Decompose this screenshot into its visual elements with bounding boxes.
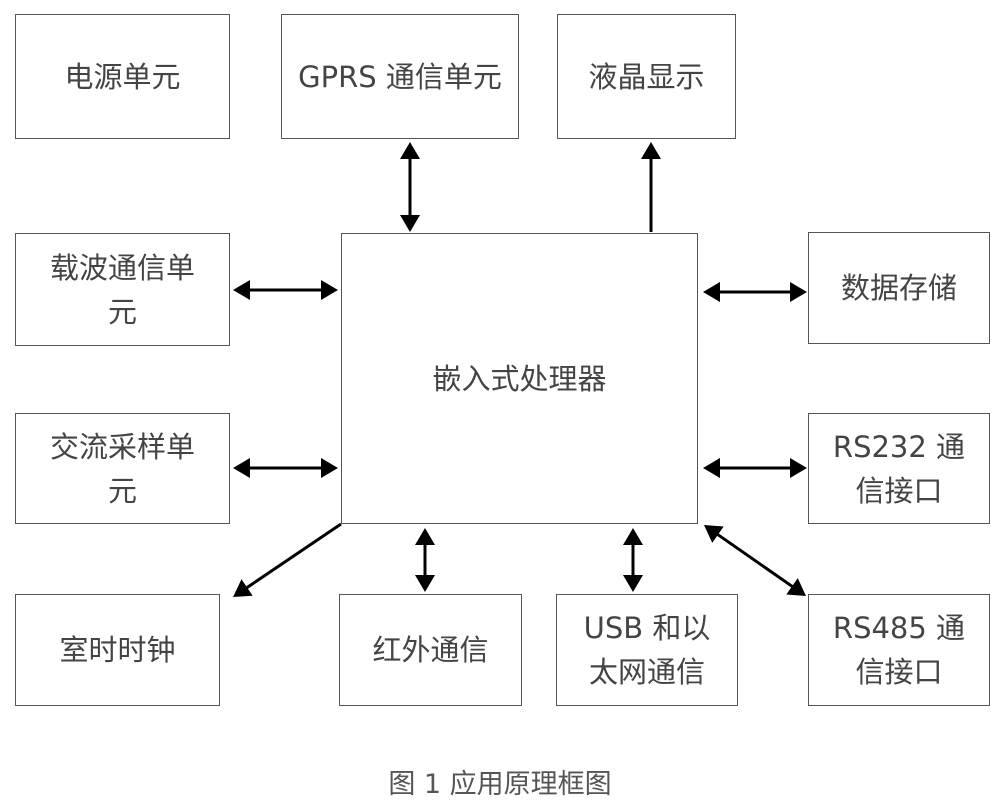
figure-caption: 图 1 应用原理框图 xyxy=(388,769,612,800)
node-power-unit: 电源单元 xyxy=(15,14,230,139)
node-label: RS232 通信接口 xyxy=(832,429,966,508)
arrowhead-icon xyxy=(233,579,253,597)
node-gprs-unit: GPRS 通信单元 xyxy=(281,14,519,139)
node-label: 载波通信单元 xyxy=(49,250,195,329)
arrowhead-icon xyxy=(786,578,806,596)
node-usb-ethernet: USB 和以太网通信 xyxy=(556,594,738,706)
arrowhead-icon xyxy=(321,458,338,478)
connector-processor-clock xyxy=(244,522,342,590)
arrowhead-icon xyxy=(415,528,435,545)
arrowhead-icon xyxy=(623,575,643,592)
arrowhead-icon xyxy=(703,458,720,478)
arrowhead-icon xyxy=(703,282,720,302)
node-rs232-interface: RS232 通信接口 xyxy=(808,413,990,524)
node-label: 数据存储 xyxy=(840,271,957,305)
node-lcd-display: 液晶显示 xyxy=(557,14,736,139)
arrowhead-icon xyxy=(233,280,250,300)
node-label: USB 和以太网通信 xyxy=(583,611,711,689)
arrowhead-icon xyxy=(415,575,435,592)
node-label: GPRS 通信单元 xyxy=(298,59,502,94)
arrowhead-icon xyxy=(641,142,661,159)
node-label: 室时时钟 xyxy=(59,633,176,667)
node-label: 红外通信 xyxy=(372,633,489,667)
node-data-storage: 数据存储 xyxy=(808,232,990,344)
arrowhead-icon xyxy=(790,458,807,478)
node-infrared: 红外通信 xyxy=(339,594,522,706)
arrowhead-icon xyxy=(790,282,807,302)
node-ac-sampling-unit: 交流采样单元 xyxy=(15,413,230,524)
node-carrier-unit: 载波通信单元 xyxy=(15,233,230,346)
node-clock: 室时时钟 xyxy=(15,594,220,706)
arrowhead-icon xyxy=(233,458,250,478)
arrowhead-icon xyxy=(400,215,420,232)
arrowhead-icon xyxy=(400,142,420,159)
connector-processor-rs485 xyxy=(715,532,795,589)
node-label: 交流采样单元 xyxy=(49,429,195,508)
arrowhead-icon xyxy=(623,528,643,545)
arrowhead-icon xyxy=(704,525,724,543)
node-embedded-processor: 嵌入式处理器 xyxy=(341,233,698,524)
node-label: 电源单元 xyxy=(64,59,181,94)
node-label: 液晶显示 xyxy=(588,59,705,94)
arrowhead-icon xyxy=(321,280,338,300)
node-label: RS485 通信接口 xyxy=(832,611,966,689)
node-rs485-interface: RS485 通信接口 xyxy=(808,594,990,706)
node-label: 嵌入式处理器 xyxy=(432,361,607,396)
